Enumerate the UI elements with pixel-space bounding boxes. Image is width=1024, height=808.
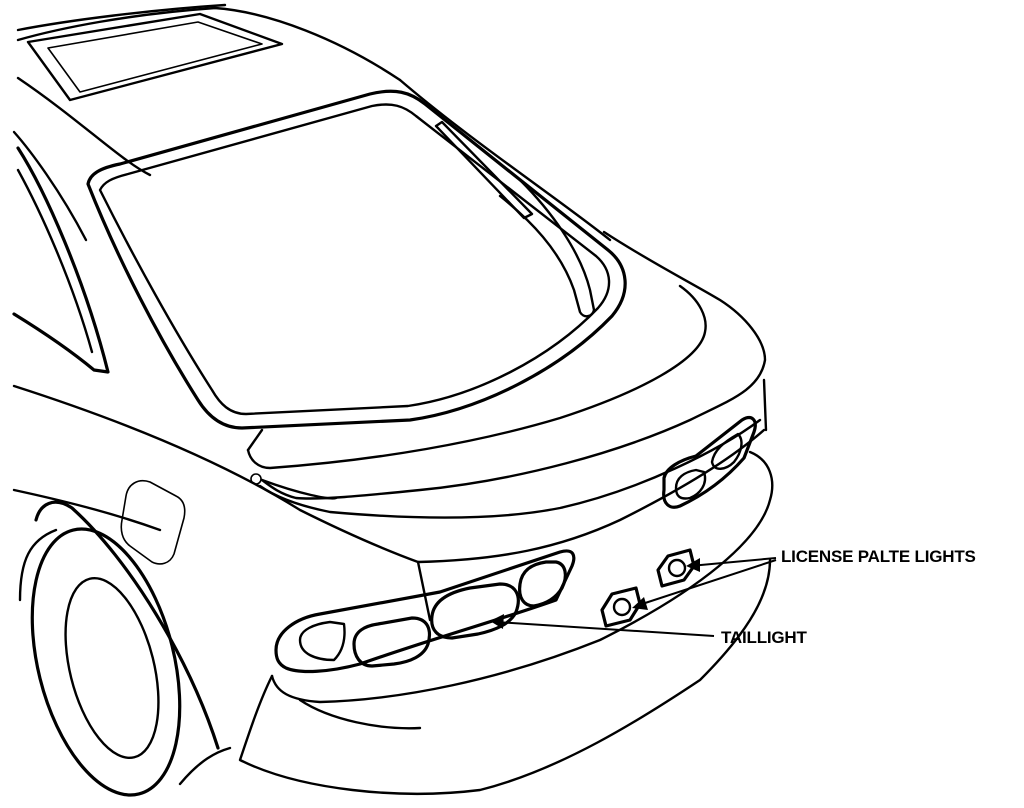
rear-window: [86, 89, 627, 430]
trunk-lid: [246, 230, 767, 519]
taillight-label: TAILLIGHT: [721, 628, 808, 647]
trunk-lock: [250, 473, 262, 485]
callout-license-plate-lights: LICENSE PALTE LIGHTS: [632, 547, 976, 610]
taillight-right: [662, 416, 757, 509]
license-plate-lights-label: LICENSE PALTE LIGHTS: [781, 547, 976, 566]
side-window: [12, 130, 110, 374]
taillight-lens: [430, 582, 520, 640]
sunroof-panel: [26, 12, 284, 102]
callout-taillight: TAILLIGHT: [490, 614, 808, 647]
license-plate-light-right: [656, 548, 696, 588]
rear-body: [12, 378, 768, 622]
taillight-left: [274, 549, 576, 674]
rear-wiper: [434, 120, 596, 318]
roof: [16, 3, 612, 242]
fuel-door: [120, 480, 186, 565]
rear-bumper: [238, 450, 774, 795]
rear-wheel: [18, 500, 232, 797]
